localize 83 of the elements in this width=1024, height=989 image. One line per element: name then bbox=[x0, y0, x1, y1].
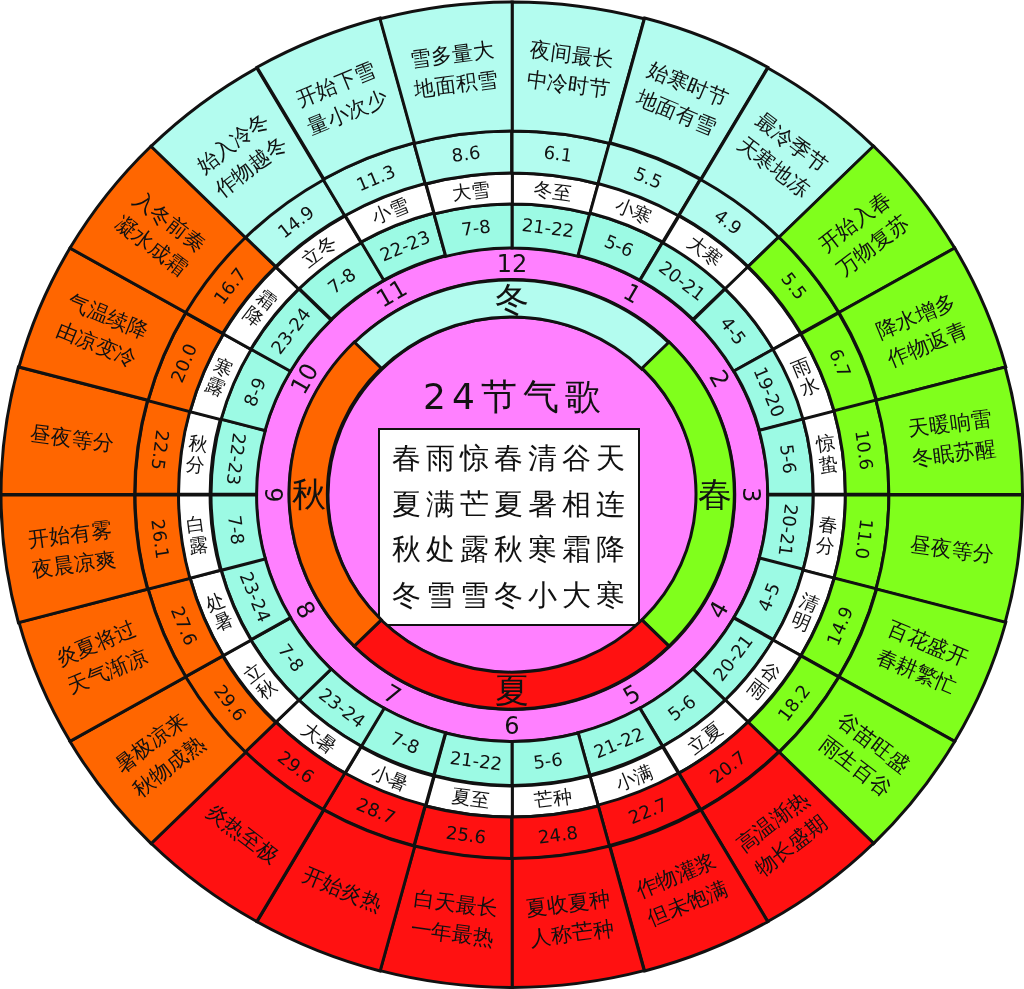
date-range: 5-6 bbox=[600, 230, 637, 262]
month-number: 4 bbox=[702, 596, 736, 624]
term-name: 处暑 bbox=[201, 588, 236, 635]
temperature-value: 6.1 bbox=[542, 141, 574, 167]
term-name: 大雪 bbox=[450, 176, 491, 205]
date-range: 4-5 bbox=[753, 579, 786, 616]
term-name: 小寒 bbox=[611, 193, 656, 230]
poem-line: 秋处露秋寒霜降 bbox=[392, 532, 631, 568]
description-text: 夏收夏种人称芒种 bbox=[523, 885, 617, 954]
date-range: 4-5 bbox=[715, 312, 751, 349]
temperature-value: 24.8 bbox=[537, 821, 580, 848]
season-name: 春 bbox=[698, 474, 733, 515]
date-range: 5-6 bbox=[775, 443, 801, 476]
term-name: 雨水 bbox=[788, 354, 823, 401]
term-name: 白露 bbox=[185, 512, 210, 557]
description-text: 白天最长一年最热 bbox=[407, 885, 501, 954]
date-range: 5-6 bbox=[532, 748, 565, 774]
temperature-value: 10.6 bbox=[851, 428, 878, 471]
date-range: 19-20 bbox=[749, 363, 790, 420]
temperature-value: 20.0 bbox=[166, 340, 202, 386]
temperature-value: 14.9 bbox=[822, 603, 858, 649]
description-text: 昼夜等分 bbox=[27, 419, 117, 458]
temperature-value: 11.3 bbox=[353, 159, 399, 196]
description-text: 作物灌浆但未饱满 bbox=[631, 847, 732, 934]
month-number: 2 bbox=[702, 365, 736, 393]
season-name: 夏 bbox=[495, 670, 529, 711]
description-text: 开始炎热 bbox=[297, 862, 387, 920]
term-name: 惊蛰 bbox=[814, 432, 839, 477]
temperature-value: 11.0 bbox=[851, 518, 878, 561]
month-number: 8 bbox=[288, 596, 321, 624]
month-number: 6 bbox=[504, 711, 520, 740]
poem-line: 春雨惊春清谷天 bbox=[392, 440, 631, 476]
date-range: 20-21 bbox=[774, 502, 803, 557]
description-text: 开始下雪量小次少 bbox=[291, 56, 393, 142]
month-number: 9 bbox=[258, 486, 288, 503]
description-text: 天暖响雷冬眠苏醒 bbox=[905, 404, 999, 473]
temperature-value: 5.5 bbox=[776, 267, 812, 304]
month-number: 3 bbox=[736, 486, 766, 503]
month-number: 5 bbox=[617, 678, 646, 711]
title: 24节气歌 bbox=[423, 374, 607, 419]
term-name: 秋分 bbox=[185, 432, 210, 477]
term-name: 冬至 bbox=[533, 176, 574, 205]
description-text: 百花盛开春耕繁忙 bbox=[872, 616, 973, 702]
season-name: 冬 bbox=[495, 278, 529, 319]
term-name: 芒种 bbox=[533, 784, 574, 813]
date-range: 21-22 bbox=[448, 747, 503, 776]
term-name: 春分 bbox=[814, 512, 839, 557]
month-number: 12 bbox=[496, 249, 528, 278]
term-name: 小暑 bbox=[368, 759, 413, 796]
poem-line: 冬雪雪冬小大寒 bbox=[392, 578, 631, 613]
month-number: 1 bbox=[617, 278, 646, 311]
month-number: 10 bbox=[284, 358, 325, 400]
description-text: 雪多量大地面积雪 bbox=[407, 35, 501, 104]
description-text: 夜间最长中冷时节 bbox=[523, 35, 617, 104]
temperature-value: 8.6 bbox=[450, 141, 482, 167]
term-name: 夏至 bbox=[450, 784, 491, 813]
temperature-value: 6.7 bbox=[824, 345, 856, 381]
temperature-value: 22.7 bbox=[625, 793, 671, 829]
description-text: 始寒时节地面有雪 bbox=[631, 56, 733, 142]
temperature-value: 27.6 bbox=[166, 603, 202, 649]
date-range: 7-8 bbox=[223, 513, 249, 546]
date-range: 21-22 bbox=[521, 213, 576, 242]
date-range: 7-8 bbox=[459, 215, 492, 241]
date-range: 7-8 bbox=[387, 727, 424, 759]
date-range: 8-9 bbox=[238, 373, 271, 410]
description-text: 昼夜等分 bbox=[907, 531, 997, 570]
description-text: 炎夏将过天气渐凉 bbox=[51, 616, 152, 702]
temperature-value: 28.7 bbox=[353, 793, 399, 829]
description-text: 开始有雾夜晨凉爽 bbox=[25, 516, 119, 585]
date-range: 22-23 bbox=[221, 432, 250, 487]
poem-box bbox=[378, 428, 640, 626]
description-text: 气温续降由凉变冷 bbox=[51, 288, 153, 374]
month-number: 11 bbox=[371, 274, 413, 315]
description-text: 降水增多作物返青 bbox=[871, 288, 973, 374]
season-name: 秋 bbox=[291, 474, 326, 515]
temperature-value: 5.5 bbox=[630, 162, 666, 194]
temperature-value: 22.5 bbox=[146, 428, 173, 471]
term-name: 寒露 bbox=[201, 354, 236, 401]
temperature-value: 25.6 bbox=[444, 821, 487, 848]
term-name: 清明 bbox=[788, 588, 823, 635]
poem-line: 夏满芒夏暑相连 bbox=[392, 486, 631, 522]
temperature-value: 26.1 bbox=[146, 518, 173, 561]
month-number: 7 bbox=[378, 678, 407, 711]
